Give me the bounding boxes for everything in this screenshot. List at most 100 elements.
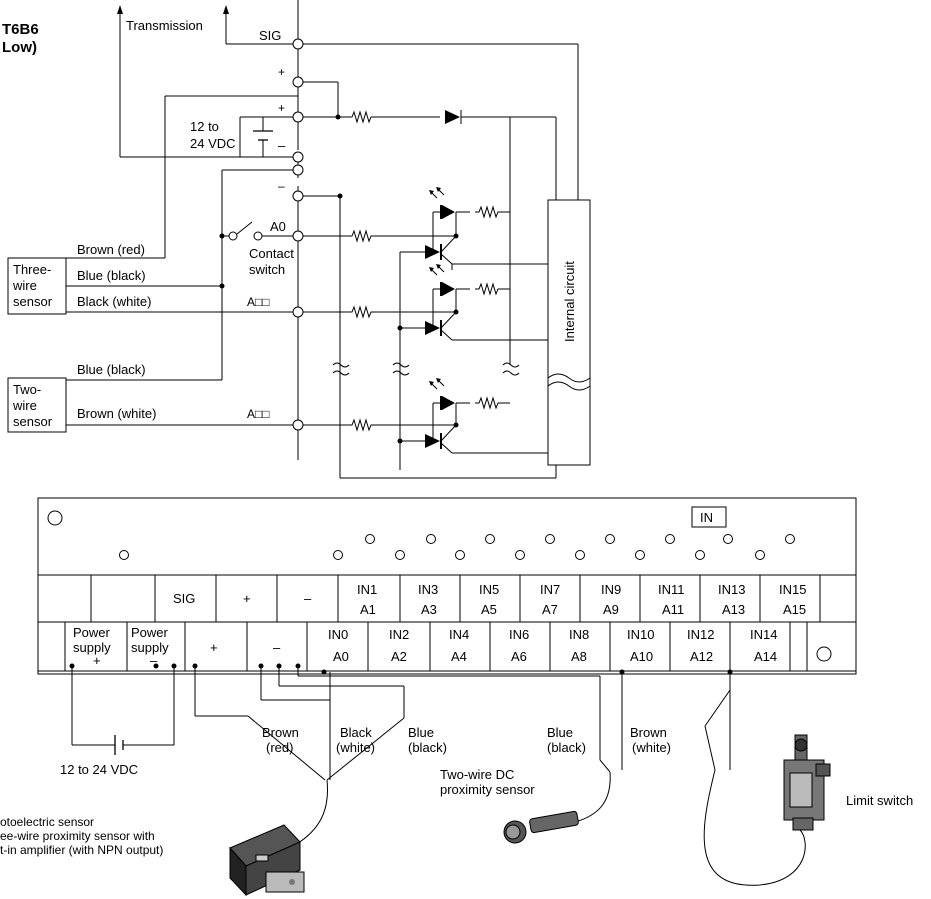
plus1-terminal-label: + (278, 65, 285, 79)
wire-dots (69, 663, 733, 675)
top-a1: A1 (360, 602, 376, 617)
bot-minus: – (273, 640, 281, 655)
two-wire-label2: wire (12, 398, 37, 413)
bot-in10: IN10 (627, 627, 654, 642)
photo-sensor-cable (294, 779, 329, 846)
bot-in4: IN4 (449, 627, 469, 642)
top-in5: IN5 (479, 582, 499, 597)
in-label: IN (700, 510, 713, 525)
title-line1: T6B6 (2, 21, 39, 38)
top-a13: A13 (722, 602, 745, 617)
plus2-terminal-label: + (278, 101, 285, 115)
terminal-top-row (38, 574, 856, 623)
blue-black-l2: (black) (408, 740, 447, 755)
minus-terminal-label: – (278, 179, 285, 193)
limit-switch-icon (783, 734, 831, 831)
photo-l2: ee-wire proximity sensor with (0, 829, 155, 843)
prox-sensor-cable (574, 771, 611, 823)
three-wire-label1: Three- (13, 262, 51, 277)
three-wire-label2: wire (12, 278, 37, 293)
top-plus: + (243, 591, 251, 606)
internal-circuit-label: Internal circuit (562, 261, 577, 342)
sig-terminal-label: SIG (259, 28, 281, 43)
contact-switch-line2: switch (249, 262, 285, 277)
a0-terminal-label: A0 (270, 219, 286, 234)
two-wire-wire1: Blue (black) (77, 362, 146, 377)
top-in15: IN15 (779, 582, 806, 597)
brown-white-l1: Brown (630, 725, 667, 740)
top-in3: IN3 (418, 582, 438, 597)
top-in13: IN13 (718, 582, 745, 597)
bot-a8: A8 (571, 649, 587, 664)
bot-supply1: supply (73, 640, 111, 655)
three-wire-wire2: Blue (black) (77, 268, 146, 283)
screw-holes (119, 534, 795, 560)
top-minus: – (304, 591, 312, 606)
bot-plus: + (210, 640, 218, 655)
bot-power2: Power (131, 625, 169, 640)
supply-wiring (71, 666, 175, 755)
three-wire-wire3: Black (white) (77, 294, 151, 309)
schematic-terminals (292, 38, 304, 431)
title-line2: Low) (2, 39, 37, 56)
blue-black2-l1: Blue (547, 725, 573, 740)
three-wire-label3: sensor (13, 294, 53, 309)
input-circuit-a0 (303, 187, 510, 470)
bot-in14: IN14 (750, 627, 777, 642)
top-a15: A15 (783, 602, 806, 617)
top-in11: IN11 (658, 582, 685, 597)
top-in7: IN7 (540, 582, 560, 597)
bot-a14: A14 (754, 649, 777, 664)
two-wire-sensor-box (7, 377, 67, 433)
bot-a0: A0 (333, 649, 349, 664)
limit-switch-label: Limit switch (846, 793, 913, 808)
photoelectric-sensor-icon (229, 824, 305, 897)
bot-in6: IN6 (509, 627, 529, 642)
input-circuit-axx1 (303, 264, 510, 341)
input-circuit-axx2 (303, 378, 510, 454)
transmission-label: Transmission (126, 18, 203, 33)
top-a7: A7 (542, 602, 558, 617)
top-a9: A9 (603, 602, 619, 617)
internal-circuit-box (547, 199, 591, 466)
break-marks (332, 362, 520, 376)
photo-l1: otoelectric sensor (0, 815, 94, 829)
supply-line2: 24 VDC (190, 136, 236, 151)
top-sig: SIG (173, 591, 195, 606)
bot-in0: IN0 (328, 627, 348, 642)
bot-supply2: supply (131, 640, 169, 655)
two-wire-dc-l2: proximity sensor (440, 782, 535, 797)
bot-in8: IN8 (569, 627, 589, 642)
bot-a12: A12 (690, 649, 713, 664)
blue-black2-l2: (black) (547, 740, 586, 755)
top-a3: A3 (421, 602, 437, 617)
brown-white-l2: (white) (632, 740, 671, 755)
bot-plus1: + (93, 653, 101, 668)
top-a5: A5 (481, 602, 497, 617)
photo-l3: t-in amplifier (with NPN output) (0, 843, 163, 857)
brown-red-l1: Brown (262, 725, 299, 740)
bot-a6: A6 (511, 649, 527, 664)
supply-minus: – (278, 138, 286, 153)
bot-power1: Power (73, 625, 111, 640)
photo-sensor-wires (194, 666, 731, 781)
limit-switch-cable (703, 769, 806, 886)
supply-battery-symbol (239, 116, 293, 157)
bot-minus1: – (150, 653, 158, 668)
supply-label: 12 to 24 VDC (60, 762, 138, 777)
bot-in2: IN2 (389, 627, 409, 642)
bot-a10: A10 (630, 649, 653, 664)
black-white-l1: Black (340, 725, 372, 740)
black-white-l2: (white) (336, 740, 375, 755)
top-in9: IN9 (601, 582, 621, 597)
axx1-terminal-label: A□□ (247, 295, 270, 309)
two-wire-label1: Two- (13, 382, 41, 397)
contact-switch-symbol (219, 169, 293, 380)
three-wire-wire1: Brown (red) (77, 242, 145, 257)
bot-a2: A2 (391, 649, 407, 664)
bot-in12: IN12 (687, 627, 714, 642)
blue-black-l1: Blue (408, 725, 434, 740)
proximity-sensor-icon (503, 810, 579, 844)
contact-switch-line1: Contact (249, 246, 294, 261)
three-wire-sensor-box (7, 257, 67, 315)
